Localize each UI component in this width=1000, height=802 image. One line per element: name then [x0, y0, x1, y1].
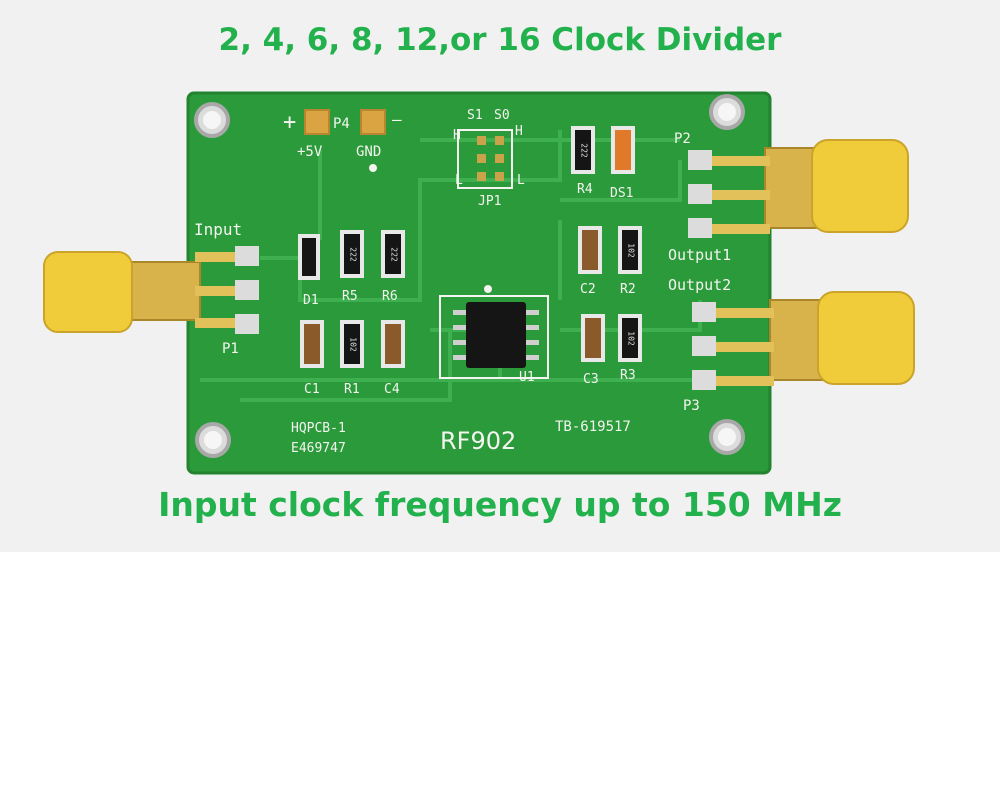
label-hqpcb: HQPCB-1 [291, 421, 346, 436]
label-c1: C1 [304, 382, 320, 397]
label-h-left: H [453, 128, 461, 143]
label-c2: C2 [580, 282, 596, 297]
label-plus: + [283, 110, 297, 135]
label-gnd: GND [356, 144, 382, 160]
label-p4: P4 [333, 116, 350, 132]
smd-components [298, 126, 642, 368]
label-h-right: H [515, 124, 523, 139]
label-r2: R2 [620, 282, 636, 297]
label-s0: S0 [494, 108, 510, 123]
chip-u1 [453, 302, 539, 368]
label-output1: Output1 [668, 246, 732, 264]
label-minus: — [392, 110, 402, 129]
label-p2: P2 [674, 131, 691, 147]
label-d1: D1 [303, 293, 319, 308]
label-l-right: L [517, 173, 525, 188]
label-plus5v: +5V [297, 144, 323, 160]
label-output2: Output2 [668, 276, 732, 294]
pad-gnd [360, 109, 386, 135]
label-lot: E469747 [291, 441, 346, 456]
label-u1: U1 [519, 370, 535, 385]
resistor-marking-r5: 222 [348, 247, 358, 262]
resistor-marking-r4: 222 [579, 143, 589, 158]
resistor-marking-r1: 102 [348, 337, 358, 352]
pcb-illustration [43, 91, 915, 475]
sma-connector-input [43, 246, 259, 334]
jumper-jp1 [477, 136, 504, 181]
label-r6: R6 [382, 289, 398, 304]
resistor-marking-r3: 102 [626, 331, 636, 346]
label-ds1: DS1 [610, 186, 634, 201]
label-c3: C3 [583, 372, 599, 387]
label-p1: P1 [222, 341, 239, 357]
label-r5: R5 [342, 289, 358, 304]
product-photo: + — P4 +5V GND S1 S0 H H L L JP1 Input P… [0, 0, 1000, 552]
mounting-holes [194, 94, 745, 458]
silkscreen-outlines [439, 129, 549, 379]
label-input: Input [194, 220, 243, 239]
resistor-marking-r6: 222 [389, 247, 399, 262]
label-jp1: JP1 [478, 194, 502, 209]
headline-top: 2, 4, 6, 8, 12,or 16 Clock Divider [218, 22, 782, 58]
label-c4: C4 [384, 382, 400, 397]
resistor-marking-r2: 102 [626, 243, 636, 258]
sma-connector-output2 [692, 291, 915, 390]
via [369, 164, 377, 172]
label-r3: R3 [620, 368, 636, 383]
label-l-left: L [455, 173, 463, 188]
label-p3: P3 [683, 398, 700, 414]
label-s1: S1 [467, 108, 483, 123]
pad-plus5v [304, 109, 330, 135]
label-r4: R4 [577, 182, 593, 197]
sma-connector-output1 [688, 139, 909, 238]
label-model: RF902 [440, 427, 517, 455]
headline-bottom: Input clock frequency up to 150 MHz [158, 485, 842, 524]
label-r1: R1 [344, 382, 360, 397]
pin1-dot [484, 285, 492, 293]
label-tb: TB-619517 [555, 419, 631, 435]
